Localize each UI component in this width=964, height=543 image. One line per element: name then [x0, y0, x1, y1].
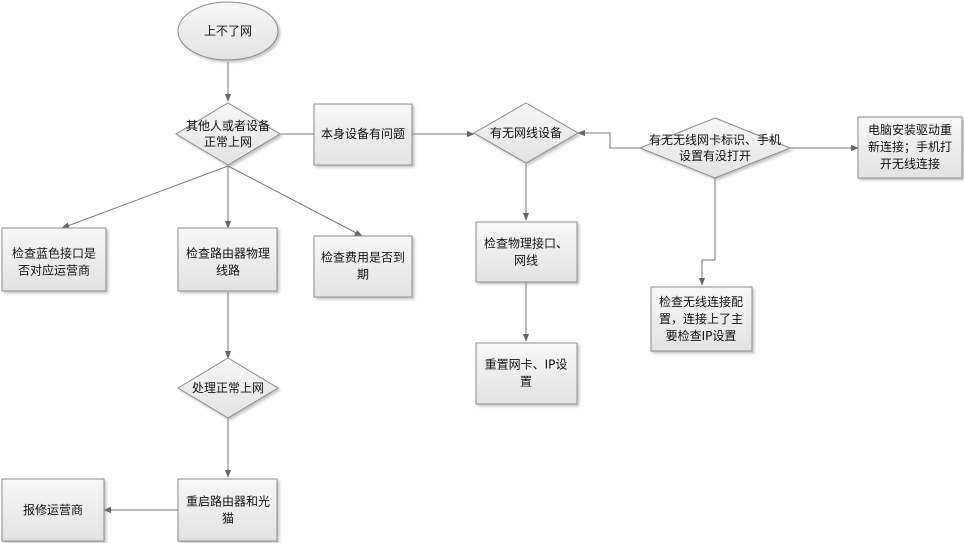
label-line: 期 — [357, 268, 369, 282]
start-node — [177, 1, 279, 61]
label-restart-router: 重启路由器和光猫 — [186, 494, 270, 526]
label-others-ok: 其他人或者设备正常上网 — [186, 119, 270, 149]
edge-others-to-blue — [61, 165, 229, 229]
label-line: 有无无线网卡标识、手机 — [649, 133, 781, 147]
label-handle-ok: 处理正常上网 — [192, 381, 264, 395]
label-line: 网线 — [514, 254, 538, 268]
label-check-blue: 检查蓝色接口是否对应运营商 — [12, 246, 96, 278]
edge-card-to-wificonfig — [698, 178, 716, 286]
box-check-fee — [313, 235, 413, 298]
label-line: 上不了网 — [204, 24, 252, 38]
label-line: 有无网线设备 — [490, 126, 562, 140]
label-check-phys-port: 检查物理接口、网线 — [484, 236, 568, 268]
decision-has-wireless — [472, 102, 580, 164]
label-line: 本身设备有问题 — [321, 126, 405, 141]
label-line: 否对应运营商 — [18, 263, 90, 278]
label-line: 重启路由器和光 — [186, 494, 270, 509]
label-line: 猫 — [222, 512, 234, 526]
label-line: 电脑安装驱动重 — [868, 122, 952, 137]
label-wireless-card: 有无无线网卡标识、手机设置有没打开 — [649, 133, 781, 163]
label-line: 检查路由器物理 — [186, 246, 270, 261]
label-line: 正常上网 — [204, 135, 252, 149]
label-line: 检查物理接口、 — [484, 236, 568, 251]
box-install-driver — [857, 116, 963, 179]
label-check-router-line: 检查路由器物理线路 — [186, 246, 270, 278]
box-check-router-line — [177, 227, 278, 292]
label-self-issue: 本身设备有问题 — [321, 126, 405, 141]
label-line: 置 — [520, 375, 532, 389]
label-start: 上不了网 — [204, 24, 252, 38]
box-reset-nic — [475, 342, 578, 405]
label-has-wireless: 有无网线设备 — [490, 126, 562, 140]
box-restart-router — [177, 478, 278, 542]
box-check-phys-port — [475, 221, 578, 283]
label-check-wifi-config: 检查无线连接配置，连接上了主要检查IP设置 — [659, 294, 743, 343]
label-line: 开无线连接 — [880, 156, 940, 171]
edge-others-to-fee — [227, 165, 363, 237]
label-line: 重置网卡、IP设 — [485, 358, 568, 372]
label-line: 新连接；手机打 — [868, 139, 952, 154]
label-line: 检查蓝色接口是 — [12, 246, 96, 261]
label-line: 线路 — [216, 263, 240, 278]
label-line: 处理正常上网 — [192, 381, 264, 395]
box-self-issue — [313, 103, 413, 166]
box-report-isp — [1, 478, 105, 542]
label-line: 要检查IP设置 — [666, 328, 737, 343]
label-report-isp: 报修运营商 — [23, 502, 83, 517]
label-line: 置，连接上了主 — [659, 311, 743, 326]
label-line: 检查无线连接配 — [659, 294, 743, 309]
box-check-blue — [1, 227, 107, 292]
label-line: 检查费用是否到 — [321, 250, 405, 265]
label-check-fee: 检查费用是否到期 — [321, 250, 405, 282]
decision-handle-ok — [177, 357, 279, 419]
edge-card-to-wireless — [577, 129, 640, 149]
label-reset-nic: 重置网卡、IP设置 — [485, 358, 568, 389]
box-check-wifi-config — [650, 286, 753, 352]
label-line: 其他人或者设备 — [186, 119, 270, 133]
label-line: 设置有没打开 — [679, 148, 751, 163]
label-install-driver: 电脑安装驱动重新连接；手机打开无线连接 — [868, 122, 952, 171]
decision-others-ok — [175, 102, 281, 166]
label-line: 报修运营商 — [23, 502, 83, 517]
decision-wireless-card — [638, 117, 792, 179]
node-labels: 上不了网 其他人或者设备正常上网 本身设备有问题 有无网线设备 有无无线网卡标识… — [12, 24, 952, 526]
